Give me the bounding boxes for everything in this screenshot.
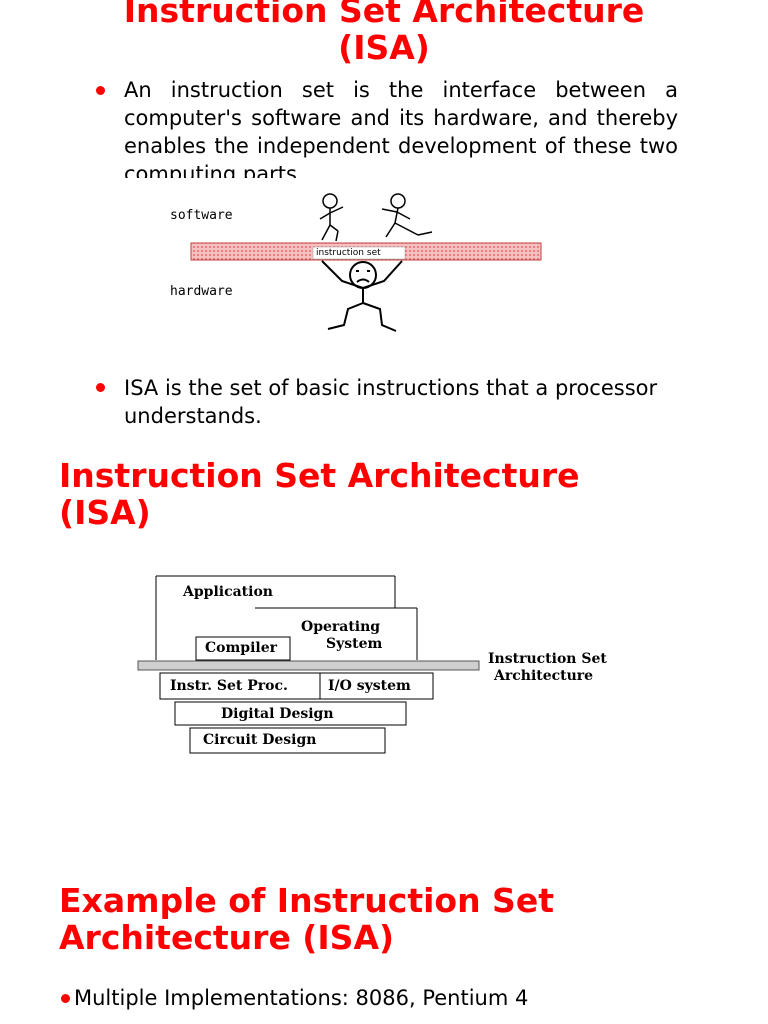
hardware-label: hardware <box>170 284 233 299</box>
os-label-line2: System <box>326 636 383 652</box>
slide1-bullet1-text: An instruction set is the interface betw… <box>124 78 678 178</box>
slide3-title-line1: Example of Instruction Set <box>59 881 554 920</box>
circuit-design-label: Circuit Design <box>203 732 317 748</box>
slide2-title-line2: (ISA) <box>59 493 151 532</box>
instruction-set-bar-label: instruction set <box>316 248 381 258</box>
isa-label-line1: Instruction Set <box>488 651 607 667</box>
runner-figure-icon <box>381 193 433 238</box>
slide3-title: Example of Instruction Set Architecture … <box>59 882 554 956</box>
digital-design-label: Digital Design <box>221 706 334 722</box>
slide2-title-line1: Instruction Set Architecture <box>59 456 580 495</box>
slide1-title: Instruction Set Architecture (ISA) <box>0 0 768 66</box>
io-system-label: I/O system <box>328 678 411 694</box>
runner-figure-icon <box>319 193 344 242</box>
bullet-dot-icon <box>96 86 105 95</box>
isa-label-line2: Architecture <box>494 668 594 684</box>
slide3-bullet1-text: Multiple Implementations: 8086, Pentium … <box>74 986 529 1010</box>
isa-boundary-bar <box>137 660 480 671</box>
os-label-line1: Operating <box>301 619 381 635</box>
slide3-title-line2: Architecture (ISA) <box>59 918 395 957</box>
slide1-bullet2-text: ISA is the set of basic instructions tha… <box>124 376 658 428</box>
software-label: software <box>170 208 233 223</box>
instr-set-proc-label: Instr. Set Proc. <box>170 678 288 694</box>
application-label: Application <box>183 584 273 600</box>
slide2-title: Instruction Set Architecture (ISA) <box>59 457 580 531</box>
slide1-title-line2: (ISA) <box>338 28 430 67</box>
strongman-figure-icon <box>321 260 403 332</box>
bullet-dot-icon <box>61 994 70 1003</box>
bullet-dot-icon <box>96 383 105 392</box>
isa-layer-diagram <box>137 575 480 754</box>
software-hardware-sketch <box>190 193 542 332</box>
compiler-label: Compiler <box>205 640 278 656</box>
slide1-title-line1: Instruction Set Architecture <box>123 0 645 30</box>
